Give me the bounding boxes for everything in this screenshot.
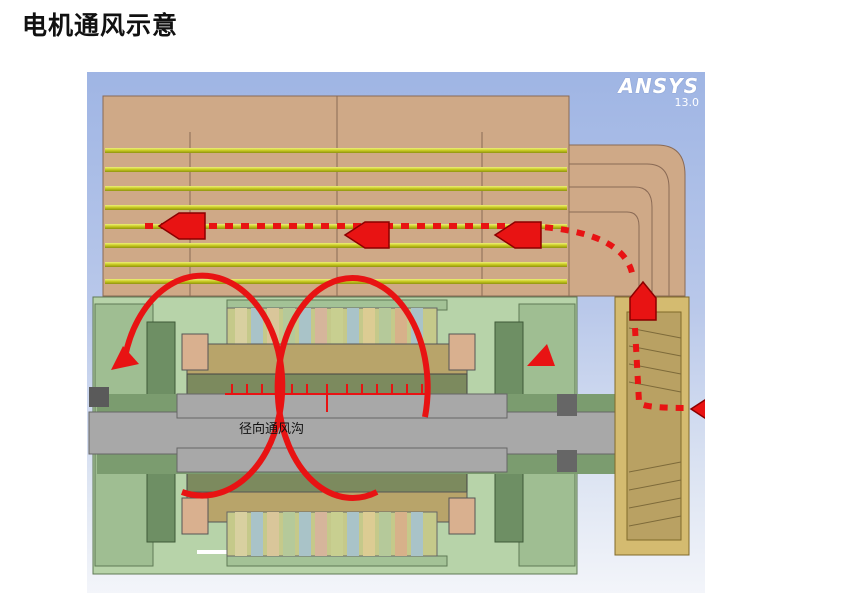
- logo-brand: ANSYS: [618, 74, 699, 98]
- end-windings: [181, 333, 476, 535]
- flow-arrow-left-icon: [157, 212, 705, 419]
- stator-bottom: [186, 471, 468, 557]
- radial-vent-ducts: [225, 384, 425, 412]
- circulation-arrow-icon: [122, 272, 431, 501]
- logo-version: 13.0: [674, 96, 700, 109]
- radial-duct-label: 径向通风沟: [239, 422, 305, 437]
- fan-housing: [614, 296, 690, 556]
- rotor-shaft: [88, 387, 645, 474]
- circulation-arrowheads: [111, 344, 555, 370]
- motor-cross-section: [88, 95, 705, 575]
- page-title: 电机通风示意: [22, 11, 179, 40]
- ansys-viewport[interactable]: ANSYS 13.0 径向通风沟: [87, 72, 705, 593]
- ansys-logo: ANSYS 13.0: [618, 74, 699, 109]
